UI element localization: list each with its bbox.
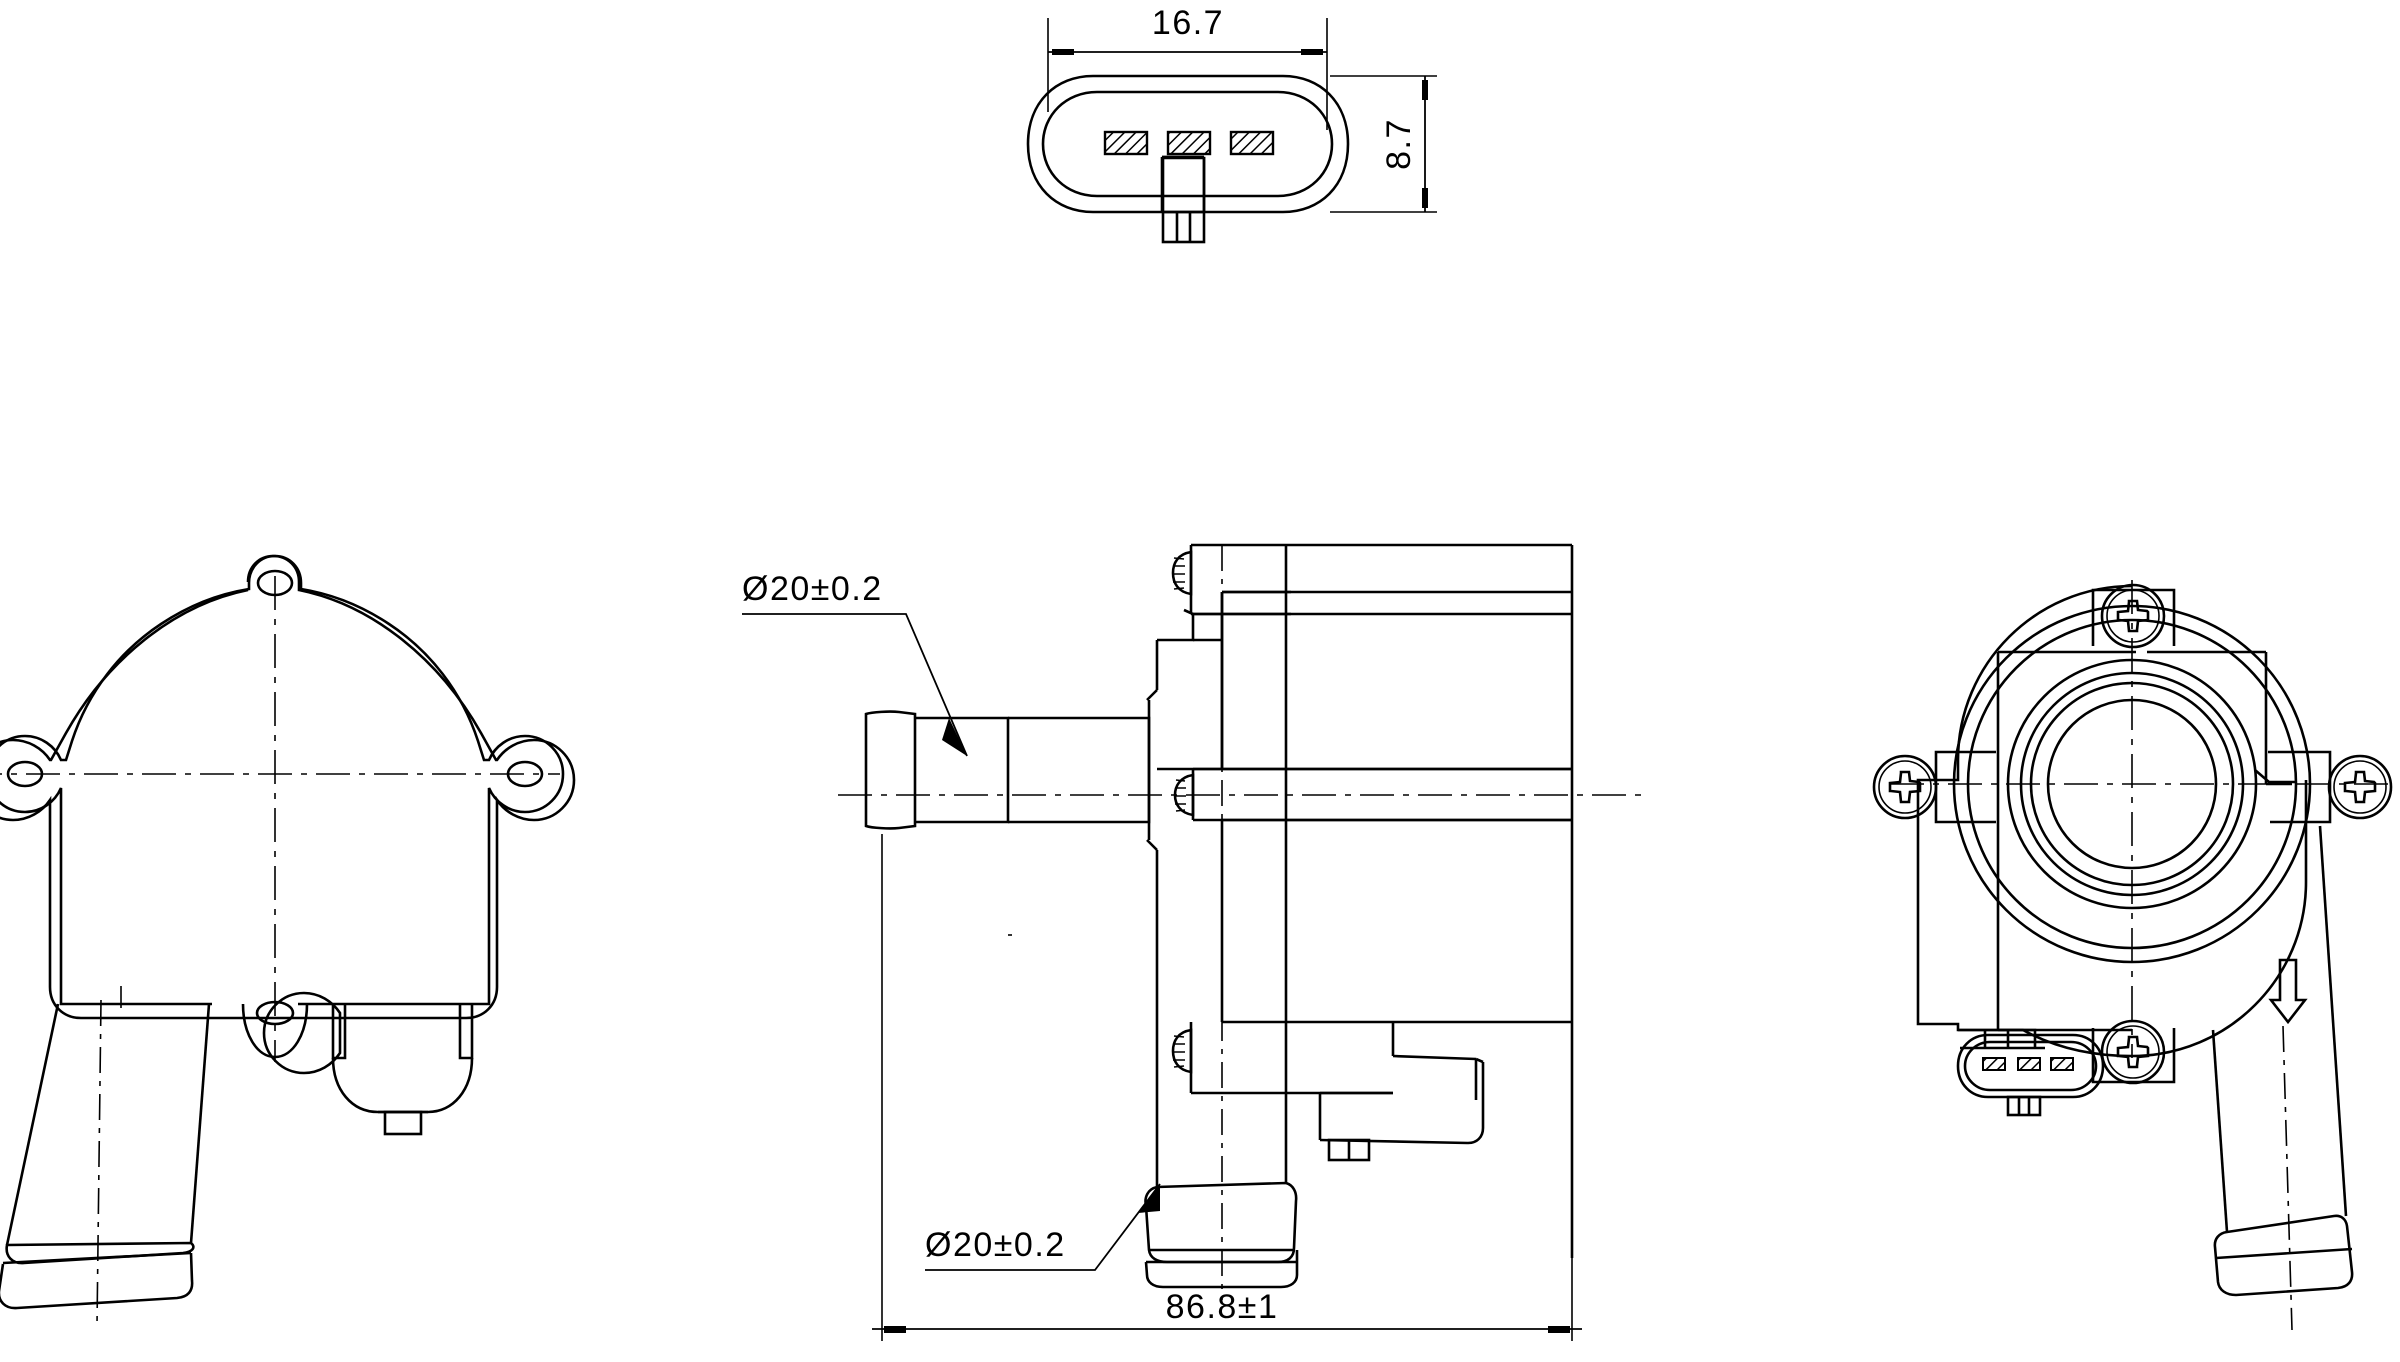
volute-cutwater [2254,769,2296,784]
hatched-terminal-icon [1103,130,1149,156]
dimension-overall-length: 86.8±1 [872,834,1582,1341]
dimension-connector-height: 8.7 [1330,75,1437,213]
outlet-pipe-right-view [2211,825,2354,1331]
hatched-terminal-icon [1982,1057,2006,1071]
dimension-value-connector-width: 16.7 [1152,4,1224,42]
left-side-view [0,554,576,1326]
pump-housing-outline [246,554,576,1075]
hatched-terminal-icon [2017,1057,2041,1071]
screw-boss-top [2091,588,2176,646]
electrical-connector-housing [1318,1022,1485,1162]
centerline-inlet-pipe [96,999,102,1326]
connector-terminals [1103,130,1275,156]
inlet-pipe-left-view [0,986,211,1326]
inlet-port [864,710,1010,830]
dimension-outlet-diameter: Ø20±0.2 [925,1183,1161,1271]
pump-housing-left-flank [0,588,340,1020]
motor-can [1189,543,1574,1258]
pump-dome-body [0,554,565,1006]
dimension-value-inlet-diameter: Ø20±0.2 [742,570,883,608]
dimension-value-overall-length: 86.8±1 [1166,1288,1279,1326]
bolt-head-top [1171,550,1193,596]
front-section-view: Ø20±0.2 [742,543,1650,1341]
phillips-screw-icon [2100,583,2166,649]
mounting-plate [1996,652,2268,1030]
electrical-connector-right-view [1956,1028,2105,1117]
phillips-screw-icon [2327,754,2393,820]
dimension-value-outlet-diameter: Ø20±0.2 [925,1226,1066,1264]
connector-outer-shell [1026,74,1350,214]
connector-latch-tab [1160,155,1206,244]
connector-block-left-view [331,1004,474,1136]
screw-boss-right [2268,750,2332,824]
dimension-inlet-diameter: Ø20±0.2 [742,570,968,757]
centerline-outlet-pipe [2282,1025,2293,1331]
inlet-flange [1008,640,1159,1030]
phillips-screw-icon [2100,1019,2166,1085]
right-end-view [1872,580,2393,1331]
down-arrow-icon [2269,958,2307,1024]
mounting-plate-edges [1998,650,2292,1032]
dimension-connector-width: 16.7 [1047,4,1328,130]
hatched-terminal-icon [2050,1057,2074,1071]
hatched-terminal-icon [1166,130,1212,156]
bolt-head-bottom [1171,1028,1193,1074]
hatched-terminal-icon [1229,130,1275,156]
connector-detail-view: 16.7 8.7 [1026,4,1437,244]
dimension-value-connector-height: 8.7 [1380,118,1418,170]
phillips-screw-icon [1872,754,1938,820]
screw-boss-left [1934,750,1996,824]
connector-inner-cavity [1041,90,1334,198]
outlet-port [1144,1022,1299,1289]
